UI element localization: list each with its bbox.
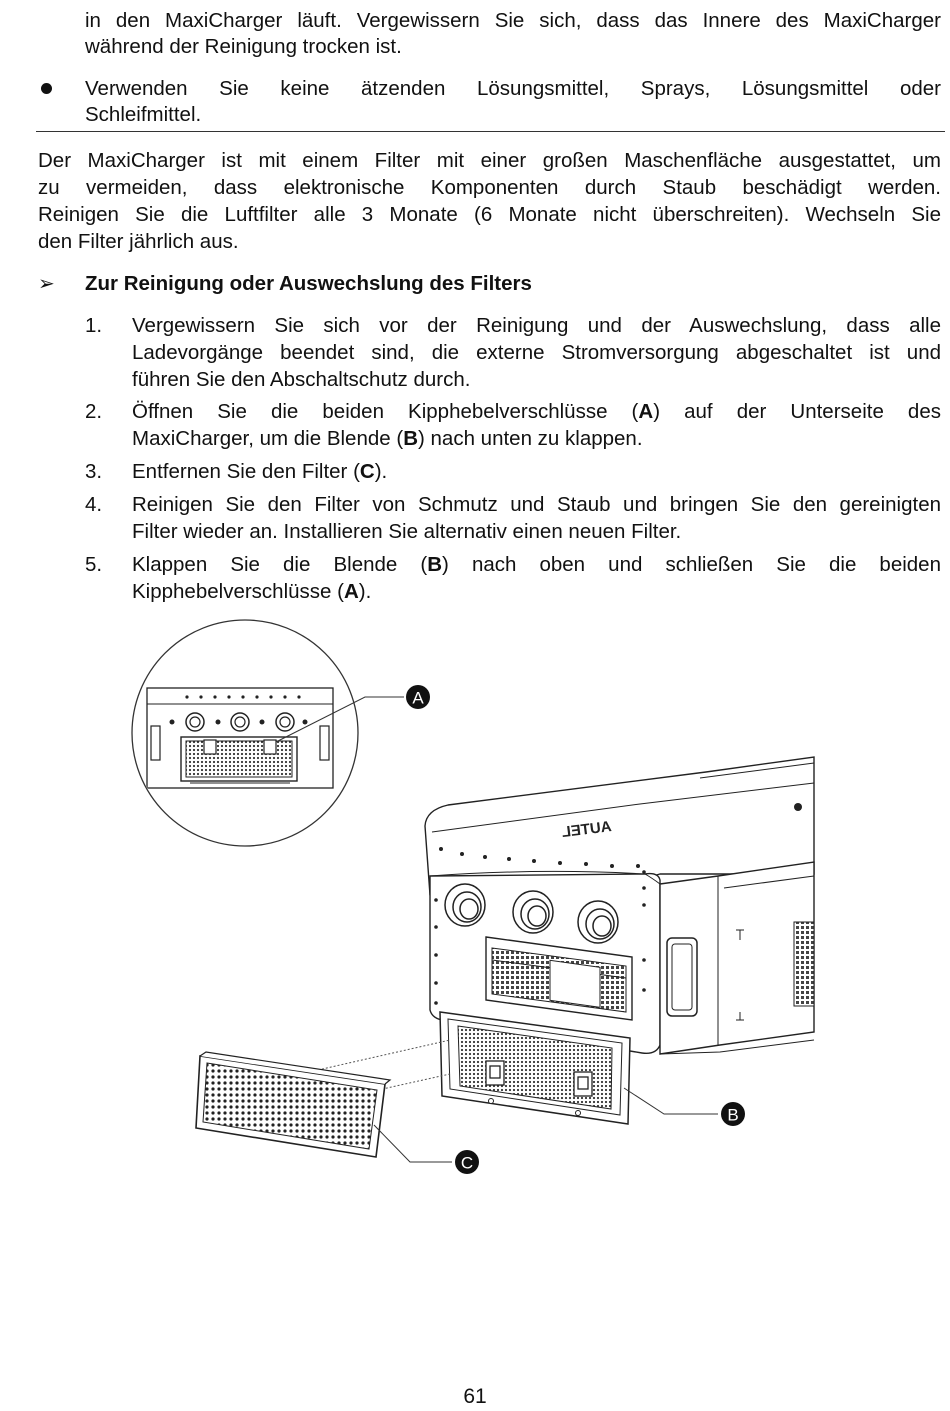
zoom-detail — [131, 619, 359, 847]
removal-guide-line-1 — [317, 1039, 451, 1071]
step-3-line-1: Entfernen Sie den Filter (C). — [132, 460, 388, 483]
bullet-line-2: Schleifmittel. — [85, 103, 202, 126]
step-3-number: 3. — [85, 460, 103, 483]
paragraph-line-2: zu vermeiden, dass elektronische Kompone… — [38, 176, 941, 199]
step-2-number: 2. — [85, 400, 103, 423]
bullet-dot — [41, 83, 52, 94]
cable-gland-2 — [512, 890, 554, 934]
brand-mark: AUTEL — [561, 818, 613, 841]
filter-replacement-illustration: A AUTEL — [131, 619, 815, 1174]
step-1-line-1: Vergewissern Sie sich vor der Reinigung … — [132, 314, 941, 337]
paragraph-line-1: Der MaxiCharger ist mit einem Filter mit… — [38, 149, 941, 172]
intro-line-2: während der Reinigung trocken ist. — [85, 35, 402, 58]
side-handle — [666, 937, 698, 1017]
filter-opening — [485, 936, 633, 1021]
step-2-line-2: MaxiCharger, um die Blende (B) nach unte… — [132, 427, 643, 450]
filter-cover-blende — [439, 1011, 631, 1125]
callout-a-label: A — [412, 689, 424, 708]
step-1-number: 1. — [85, 314, 103, 337]
page-number: 61 — [463, 1385, 487, 1408]
paragraph-line-4: den Filter jährlich aus. — [38, 230, 239, 253]
step-4-number: 4. — [85, 493, 103, 516]
step-5-line-1: Klappen Sie die Blende (B) nach oben und… — [132, 553, 941, 576]
step-4-line-1: Reinigen Sie den Filter von Schmutz und … — [132, 493, 941, 516]
callout-b-leader — [623, 1087, 718, 1115]
callout-a-leader — [275, 696, 404, 743]
front-screw-row — [434, 847, 646, 1005]
cable-gland-3 — [577, 900, 619, 944]
bullet-line-1: Verwenden Sie keine ätzenden Lösungsmitt… — [85, 77, 941, 100]
callout-c-label: C — [461, 1154, 473, 1173]
step-4-line-2: Filter wieder an. Installieren Sie alter… — [132, 520, 682, 543]
callout-c-leader — [373, 1124, 452, 1163]
removed-filter — [195, 1051, 392, 1158]
removal-guide-line-2 — [377, 1073, 451, 1091]
step-1-line-3: führen Sie den Abschaltschutz durch. — [132, 368, 471, 391]
procedure-heading: Zur Reinigung oder Auswechslung des Filt… — [85, 272, 532, 295]
side-vent — [793, 921, 815, 1007]
heading-arrow-icon: ➢ — [38, 273, 55, 295]
intro-line-1: in den MaxiCharger läuft. Vergewissern S… — [85, 9, 941, 32]
paragraph-line-3: Reinigen Sie die Luftfilter alle 3 Monat… — [38, 203, 941, 226]
step-1-line-2: Ladevorgänge beendet sind, die externe S… — [132, 341, 941, 364]
section-divider — [36, 131, 945, 132]
callout-a-badge — [406, 685, 430, 709]
callout-b-label: B — [727, 1106, 738, 1125]
step-5-line-2: Kipphebelverschlüsse (A). — [132, 580, 372, 603]
callout-c-badge — [455, 1150, 479, 1174]
step-5-number: 5. — [85, 553, 103, 576]
step-2-line-1: Öffnen Sie die beiden Kipphebelverschlüs… — [132, 400, 941, 423]
callout-b-badge — [721, 1102, 745, 1126]
cable-gland-1 — [444, 883, 486, 927]
